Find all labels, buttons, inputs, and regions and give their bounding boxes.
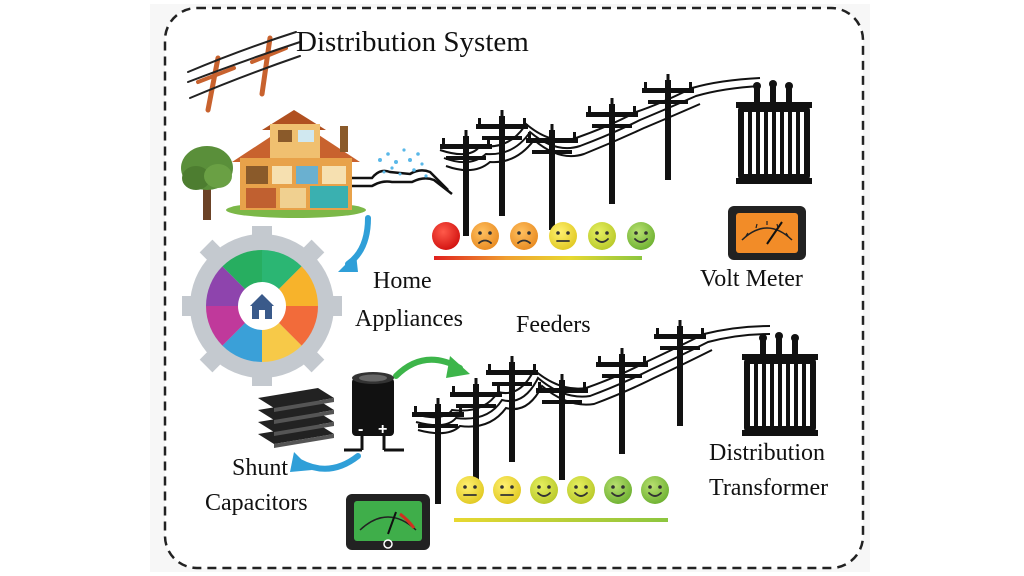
analog-volt-meter-icon: [728, 206, 806, 260]
emoji-face-icon: [510, 222, 538, 250]
distribution-transformer-label-line2: Transformer: [709, 475, 829, 501]
emoji-face-icon: [627, 222, 655, 250]
rating-bar-bottom: [454, 518, 668, 522]
emoji-face-icon: [549, 222, 577, 250]
emoji-face-icon: [493, 476, 521, 504]
spark-dots: [378, 148, 428, 178]
capacitor-plus-symbol: +: [378, 421, 387, 438]
bottom-feeder-poles: [412, 320, 771, 504]
shunt-capacitors-label-line2: Capacitors: [205, 490, 308, 516]
arrow-head-icon: [338, 254, 358, 272]
capacitor-minus-symbol: -: [358, 421, 363, 438]
home-appliances-label-line2: Appliances: [355, 306, 463, 332]
tree-icon: [181, 146, 233, 220]
capacitor-bank-icon: [258, 388, 334, 448]
emoji-face-icon: [641, 476, 669, 504]
shunt-capacitors-label: Shunt: [232, 455, 289, 481]
arrow-head-icon: [446, 356, 470, 378]
dashed-border: [163, 6, 865, 570]
emoji-face-icon: [604, 476, 632, 504]
arrow-head-icon: [290, 452, 312, 472]
emoji-face-icon: [432, 222, 460, 250]
home-appliances-label: Home: [373, 268, 432, 294]
distribution-transformer-label: Distribution: [709, 440, 826, 466]
left-margin: [0, 0, 150, 576]
feeders-label: Feeders: [516, 312, 591, 338]
house-icon: [226, 110, 366, 218]
rating-bar-top: [434, 256, 642, 260]
volt-meter-label: Volt Meter: [700, 266, 803, 292]
diagram-title: Distribution System: [296, 26, 529, 58]
analog-volt-meter-icon: [346, 494, 430, 550]
top-feeder-poles: [439, 74, 761, 236]
emoji-face-icon: [456, 476, 484, 504]
emoji-face-icon: [567, 476, 595, 504]
capacitor-icon: [344, 372, 404, 452]
smart-home-gear-icon: [182, 226, 342, 386]
face-rating-top: [432, 222, 655, 250]
emoji-face-icon: [471, 222, 499, 250]
power-line-icon: [187, 31, 301, 113]
emoji-face-icon: [588, 222, 616, 250]
face-rating-bottom: [456, 476, 669, 504]
emoji-face-icon: [530, 476, 558, 504]
